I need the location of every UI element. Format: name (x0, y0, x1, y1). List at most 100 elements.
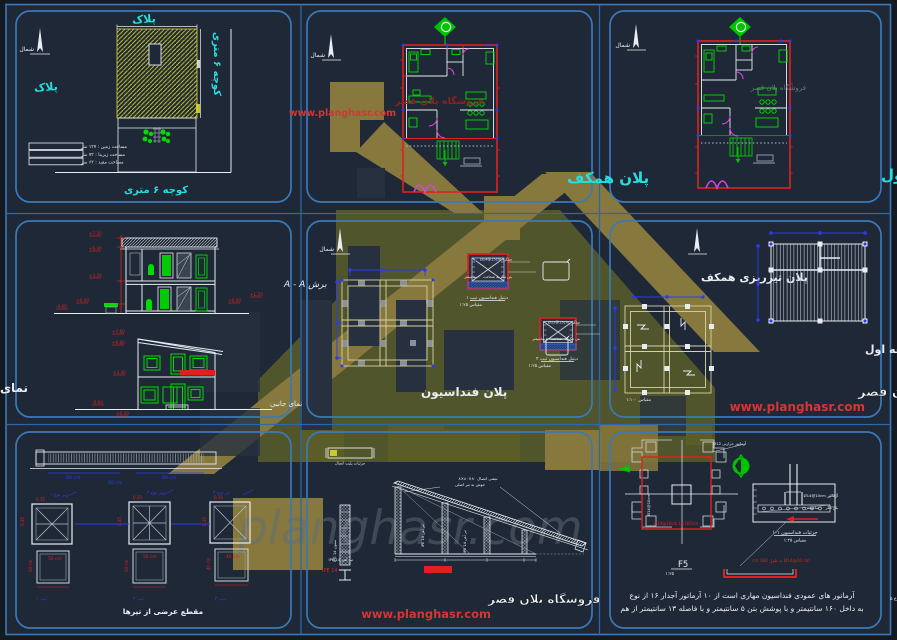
panel-roof-truss: جزئیات پلیت اتصال ستون IPE 14 تیر آهن IP… (322, 447, 601, 621)
column-square-detail: 40 cm 40 cm تیپ ۳ (206, 548, 249, 602)
floor-plan-drawing (695, 39, 793, 191)
type-label: تیر نوع ۱ (50, 493, 68, 498)
stirrup-shape (542, 258, 571, 281)
beam-direction-symbols (636, 318, 695, 376)
type-label: تیپ ۲ (133, 596, 145, 602)
ghost-brand-text: فروشگاه پلان قصر (750, 83, 806, 92)
brand-url-text: www.planghasr.com (730, 400, 865, 414)
elevation-title: نمای سیمان سفید (0, 381, 28, 395)
column-note: تیر آهن IPE 14 (328, 557, 353, 562)
plan-rebar-note: Ø14@10cm L=160cm (654, 521, 698, 526)
foundation-grid-drawing: پلان فنداسیون (335, 268, 507, 400)
beam-section-details: 0.35 0.35 تیر نوع ۱ 0.35 0.35 تیر نوع ۲ … (20, 489, 254, 545)
beam-plan-note: مقیاس ۱:۱۰۰ (626, 398, 651, 403)
north-label: شمال (19, 46, 34, 53)
foundation-plan-title: پلان فنداسیون (421, 385, 507, 400)
yard-furniture (460, 157, 482, 167)
brand-block: فروشگاه پلان قصر www.planghasr.com (361, 592, 601, 621)
detail-scale-text: مقیاس ۱:۲۵ (459, 303, 482, 308)
level-label: +3.20 (89, 273, 102, 278)
entrance-arch (705, 180, 729, 191)
f5-scale: ۱:۲۵ (665, 572, 674, 577)
plot-label-left: پلاک (34, 80, 59, 95)
level-label: +0.00 (116, 411, 129, 416)
apex-note: جوش به تیر اصلی (455, 482, 486, 487)
section-caption: جزئیات فنداسیون ۱-۱ مقیاس ۱:۲۵ (772, 530, 817, 544)
dim-label: 0.35 (133, 495, 142, 500)
footing-plan-view: Ø14@10cm Ø14@10cm L=160cm آرماتور حرارتی… (618, 439, 750, 577)
panel-title: پلان همکف (567, 169, 649, 188)
type-label: تیر نوع ۳ (213, 490, 231, 496)
apex-note: نبشی اتصال ۸۰×۸۰×۸ (458, 476, 497, 481)
section-caption-text: جزئیات فنداسیون ۱-۱ (772, 530, 817, 536)
section-upper-floor (129, 252, 208, 279)
stirrup-drawing: Ø14@10 cm به طول 160 cm (723, 521, 810, 578)
stirrup-shape (545, 335, 570, 356)
panel-foundation-plan: شمال (319, 228, 600, 400)
green-logo-icon (732, 453, 750, 479)
brand-name-text: فروشگاه پلان قصر (857, 384, 897, 400)
panel-borders (15, 10, 882, 629)
level-label: +7.20 (89, 231, 102, 236)
column-label: ستون IPE 14 (332, 540, 337, 562)
dim-label: 40 cm (206, 557, 211, 570)
column-section-details: 50 cm 50 cm تیپ ۱ 50 cm 50 cm تیپ ۲ 40 c… (28, 548, 249, 602)
level-label: +6.80 (112, 340, 125, 345)
level-label: +3.40 (113, 370, 126, 375)
beam-plan-first-title: پلان تیرریزی طبقه اول (865, 343, 897, 356)
dim-label: 40 cm (226, 554, 240, 560)
ipe-label: IPE 14 (322, 568, 338, 574)
foundation-detail-2: میلگرد Ø12@15cm بتن مگر به ضخامت ۱۰ سانت… (528, 317, 600, 369)
brand-watermark-text: فروشگاه پلان قصر www.planghasr.com (289, 95, 484, 119)
yard-trees (142, 127, 171, 143)
level-label: +0.00 (76, 298, 89, 303)
door-arcs (428, 48, 470, 139)
top-note: آرماتور حرارتی Ø12 (713, 441, 747, 446)
north-arrow-icon: شمال (615, 24, 646, 51)
beam-x-detail: 0.35 0.35 تیر نوع ۱ (20, 491, 77, 545)
span-dim: 60 cm (162, 475, 177, 481)
notes-line: به داخل ۱۶۰ سانتیمتر و با پوشش بتن ۵ سان… (620, 604, 863, 613)
dim-label: 0.35 (202, 517, 207, 526)
foundation-detail-1: میلگرد Ø14@15cm بتن مگر به ضخامت ۱۰ سانت… (459, 253, 571, 308)
alley-label-bottom: کوچه ۶ متری (124, 185, 188, 196)
stirrup-note: Ø14@10 cm به طول 160 cm (752, 558, 810, 563)
section-dim-marks: +7.20 +6.40 +3.20 +0.00 -0.60 +0.00 +1.2… (56, 231, 263, 313)
detail-note: میلگرد Ø14@15cm (480, 257, 512, 262)
node-squares (623, 304, 714, 395)
street-lines (55, 29, 232, 173)
level-label: +7.60 (112, 329, 125, 334)
brand-block: فروشگاه پلان قصر www.planghasr.com (730, 384, 897, 414)
area-row: مساحت زمین : ۱۲۷ متر (80, 144, 128, 150)
beam-grid-ground: مقیاس ۱:۱۰۰ (613, 295, 714, 403)
column-pads (342, 280, 433, 366)
column-square-detail: 50 cm 50 cm تیپ ۲ (124, 548, 167, 602)
span-dim: 60 cm (66, 475, 81, 481)
detail-caption-text: دیتیل فنداسیون تیپ ۱ (466, 296, 508, 301)
door-arcs (721, 46, 759, 137)
footing-section-view: آرماتور Ø14@10cm بتن مگر ۱۰ سانتیمتر جزئ… (723, 464, 839, 578)
footing-notes: آرماتور های عمودی فنداسیون مهاری است از … (620, 590, 863, 613)
brand-url-text: www.planghasr.com (361, 607, 491, 621)
detail-note: بتن مگر به ضخامت ۱۰ سانتیمتر (531, 336, 580, 341)
detail-scale-text: مقیاس ۱:۲۵ (528, 364, 551, 369)
stairs (436, 140, 460, 166)
red-marker (424, 566, 452, 573)
f5-label: F5 (678, 560, 688, 570)
elevation-drawing: +7.60 +6.80 +3.40 -0.60 +0.00 نمای سیمان… (0, 329, 302, 417)
grid-dividers (6, 4, 891, 635)
section-note: آرماتور Ø14@10cm (804, 493, 839, 498)
column-square-detail: 50 cm 50 cm تیپ ۱ (28, 550, 70, 602)
red-arrow (786, 516, 818, 522)
notes-line: آرماتور های عمودی فنداسیون مهاری است از … (630, 590, 856, 600)
north-arrow-icon: شمال (310, 34, 341, 61)
brand-url-text: www.planghasr.com (289, 108, 396, 119)
level-label: -0.60 (56, 304, 67, 309)
area-row: مساحت زیربنا : ۷۲ متر (80, 152, 126, 158)
panel-ground-floor-plan: شمال (289, 17, 649, 195)
building-footprint (116, 24, 201, 119)
panel-first-floor-plan: شمال (615, 17, 897, 191)
detail-note: میلگرد Ø12@15cm (548, 320, 580, 325)
panel-section-elevation: +7.20 +6.40 +3.20 +0.00 -0.60 +0.00 +1.2… (0, 231, 327, 417)
